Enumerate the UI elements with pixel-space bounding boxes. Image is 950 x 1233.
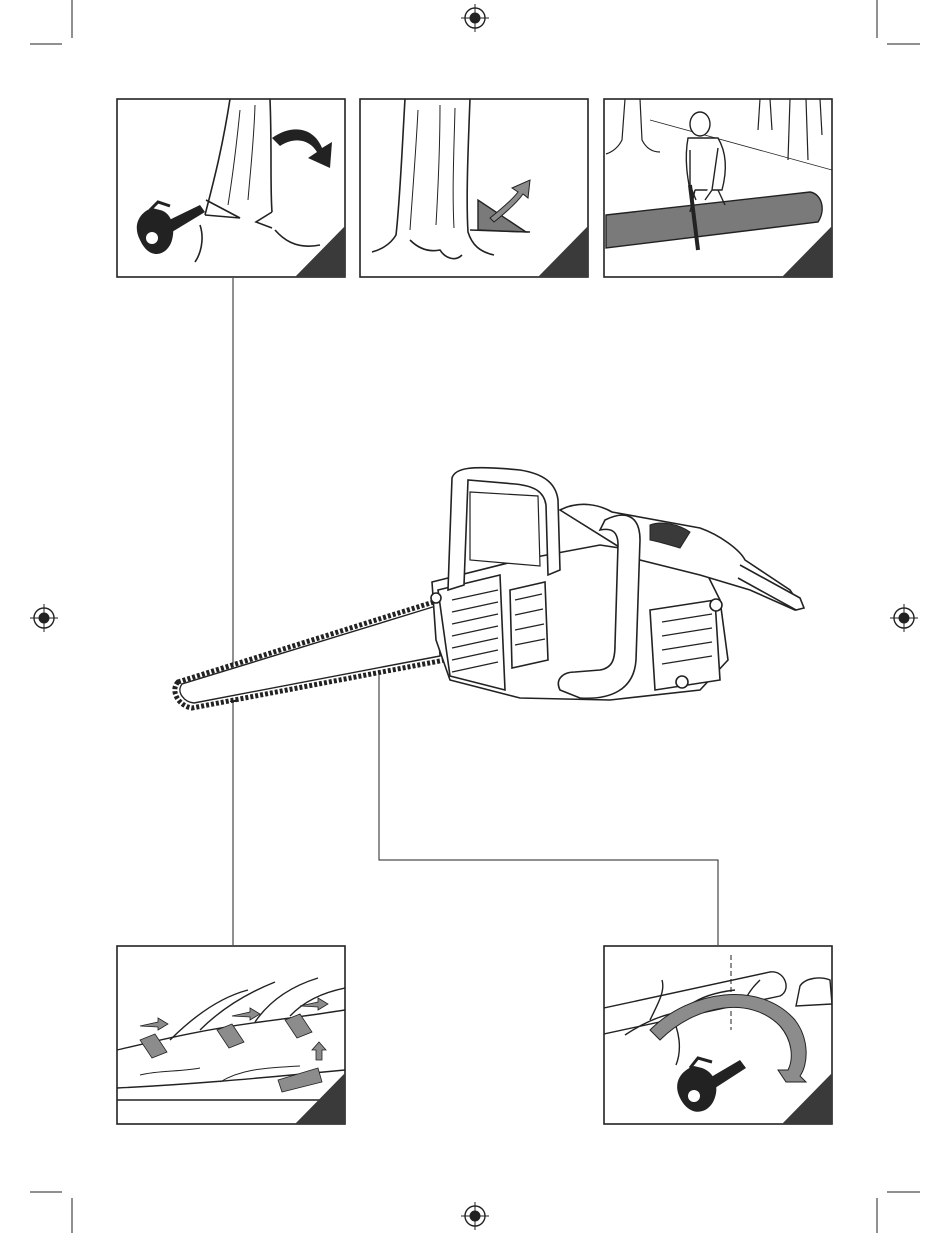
registration-mark-left-icon	[30, 604, 58, 632]
panel-felling-wedge	[360, 99, 588, 277]
panel-limbing	[117, 946, 345, 1124]
registration-mark-top-icon	[461, 4, 489, 32]
registration-mark-right-icon	[890, 604, 918, 632]
panel-felling-notch	[117, 99, 345, 277]
panel-cutting-branch	[604, 946, 832, 1124]
chainsaw-illustration	[175, 468, 804, 708]
panel-cutting-log	[604, 99, 832, 277]
registration-mark-bottom-icon	[461, 1202, 489, 1230]
